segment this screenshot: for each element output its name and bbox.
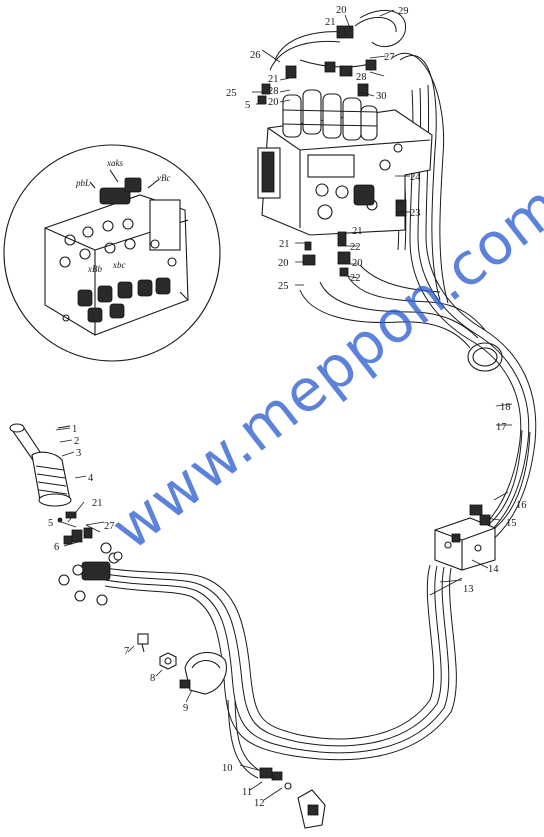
detail-label-xbb: xBb <box>87 264 102 274</box>
callout-17: 17 <box>496 422 507 433</box>
callout-16: 16 <box>516 500 527 511</box>
callout-15: 15 <box>506 518 517 529</box>
callout-20-mid: 20 <box>268 97 279 108</box>
bottom-fittings <box>302 231 351 277</box>
callout-28-right: 28 <box>356 72 367 83</box>
callout-21-bot: 21 <box>279 239 290 250</box>
joystick-valve-fittings <box>58 542 123 606</box>
callout-26: 26 <box>250 50 261 61</box>
joystick-icon <box>9 423 72 507</box>
callout-27-top: 27 <box>384 52 395 63</box>
callout-4: 4 <box>88 473 94 484</box>
callout-18: 18 <box>500 402 511 413</box>
callout-20-bot-right: 20 <box>352 258 363 269</box>
hose-loop <box>467 342 503 372</box>
hose-clamp-icon <box>179 651 227 695</box>
callout-30: 30 <box>376 91 387 102</box>
pilot-hose-bundle <box>104 564 457 779</box>
main-control-valve <box>257 25 433 277</box>
nut-icon <box>159 652 177 670</box>
callout-25-top: 25 <box>226 88 237 99</box>
callout-20-top: 20 <box>336 5 347 16</box>
callout-21-left: 21 <box>92 498 103 509</box>
callout-28-mid: 28 <box>268 86 279 97</box>
callout-14: 14 <box>488 564 499 575</box>
callout-21-top: 21 <box>325 17 336 28</box>
callout-27: 27 <box>104 521 115 532</box>
joystick-small-parts <box>57 511 93 545</box>
detail-fitting-row <box>77 277 171 323</box>
callout-2: 2 <box>74 436 79 447</box>
callout-labels: 1 2 3 4 21 5 27 6 7 8 9 10 11 12 13 14 1… <box>48 5 527 809</box>
callout-21-bot-right: 21 <box>352 226 363 237</box>
callout-5-top: 5 <box>245 100 250 111</box>
callout-3: 3 <box>76 448 81 459</box>
detail-label-vbc: vBc <box>157 173 171 183</box>
callout-25-bot: 25 <box>278 281 289 292</box>
callout-6: 6 <box>54 542 59 553</box>
callout-13: 13 <box>463 584 474 595</box>
solenoid-stack <box>282 89 378 141</box>
callout-22-b: 22 <box>350 273 361 284</box>
callout-21-mid: 21 <box>268 74 279 85</box>
callout-5: 5 <box>48 518 53 529</box>
detail-inset <box>3 144 221 362</box>
callout-11: 11 <box>242 787 252 798</box>
callout-9: 9 <box>183 703 188 714</box>
detail-label-xaks: xaks <box>106 158 123 168</box>
leader-lines <box>55 9 513 801</box>
detail-label-pbl: pbL <box>75 178 90 188</box>
callout-20-bot: 20 <box>278 258 289 269</box>
callout-10: 10 <box>222 763 233 774</box>
callout-8: 8 <box>150 673 155 684</box>
detail-label-xbc: xbc <box>112 260 126 270</box>
callout-22-a: 22 <box>350 242 361 253</box>
pilot-valve-block <box>434 504 496 571</box>
callout-7: 7 <box>124 646 129 657</box>
callout-24: 24 <box>410 172 421 183</box>
callout-1: 1 <box>72 424 77 435</box>
callout-23: 23 <box>410 208 421 219</box>
end-fittings <box>259 767 326 829</box>
callout-12: 12 <box>254 798 265 809</box>
bolt-icon <box>137 633 149 653</box>
callout-29: 29 <box>398 6 409 17</box>
